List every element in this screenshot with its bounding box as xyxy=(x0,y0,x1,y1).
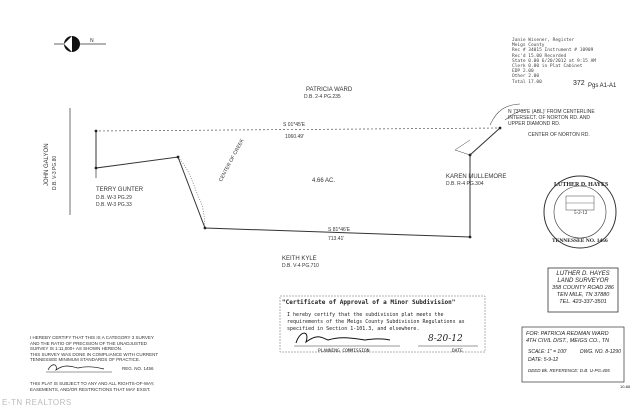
cert-line: TENNESSEE MINIMUM STANDARDS OF PRACTICE. xyxy=(30,357,141,362)
title-date: DATE: 5-9-12 xyxy=(528,357,559,363)
cert-line: SURVEY IS 1:11,000+ AS SHOWN HEREON. xyxy=(30,346,123,351)
approval-date-label: DATE xyxy=(452,349,463,354)
owner-south-name: KEITH KYLE xyxy=(282,256,317,262)
bottom-bearing: S 81*46'E xyxy=(328,227,351,233)
surveyor-line: TEN MILE, TN 37880 xyxy=(556,292,610,298)
recording-line: Total 17.00 xyxy=(512,79,542,85)
title-deed: DEED Bk. REFERENCE: D.B. U-PG.405 xyxy=(528,368,610,373)
road-distance: 1060.49' xyxy=(285,134,305,140)
svg-text:N: N xyxy=(90,38,94,44)
owner-west-ref1: D.B. W-3 PG.29 xyxy=(96,195,132,201)
cert-line: AND THE RATIO OF PRECISION OF THE UNADJU… xyxy=(30,340,148,346)
seal-date: 5-2-12 xyxy=(574,211,588,216)
signature xyxy=(295,332,391,344)
corner-marker xyxy=(468,153,472,157)
title-district: 4TH CIVIL DIST., MEIGS CO., TN xyxy=(526,338,610,344)
owner-west-ref2: D.B. W-3 PG.33 xyxy=(96,202,132,208)
cert-line: I HEREBY CERTIFY THAT THIS IS A CATEGORY… xyxy=(30,335,154,340)
owner-farwest-name: JOHN GALYON xyxy=(44,143,50,186)
approval-date: 8-20-12 xyxy=(428,334,463,344)
owner-south-ref: D.B. V-4 PG.710 xyxy=(282,263,319,269)
center-road-label: CENTER OF NORTON RD. xyxy=(528,132,590,138)
road-bearing: S 01*45'E xyxy=(283,122,306,128)
surveyor-signature xyxy=(47,364,105,371)
recording-line: EDP 2.00 xyxy=(512,69,534,75)
recording-line: Janie Wisener, Register xyxy=(512,38,575,43)
surveyor-seal xyxy=(543,175,617,249)
cert-line: THIS SURVEY WAS DONE IN COMPLIANCE WITH … xyxy=(30,351,159,357)
corner-marker xyxy=(498,126,502,130)
approval-sig-label: PLANNING COMMISSION xyxy=(318,349,370,354)
owner-farwest-ref: D.B. V-3 PG.80 xyxy=(52,155,58,190)
east-reference-3: UPPER DIAMOND RD. xyxy=(508,121,561,127)
approval-line: specified in Section 1-101.3, and elsewh… xyxy=(287,326,420,332)
seal-state: TENNESSEE NO. 1456 xyxy=(552,238,608,244)
parcel-boundary xyxy=(95,127,501,238)
cert-reg-no: REG. NO. 1456 xyxy=(122,366,154,371)
title-dwg: DWG. NO. 8-1290 xyxy=(580,349,621,355)
surveyor-line: 358 COUNTY ROAD 286 xyxy=(552,285,614,291)
title-scale: SCALE: 1" = 100' xyxy=(528,349,567,355)
east-reference-2: INTERSECT. OF NORTON RD. AND xyxy=(508,115,591,121)
corner-marker xyxy=(176,155,180,159)
approval-line: requirements of the Meigs County Subdivi… xyxy=(287,319,465,325)
owner-north-name: PATRICIA WARD xyxy=(306,87,353,93)
recording-line: Meigs County xyxy=(512,43,545,49)
sheet-number: 10-86 xyxy=(620,384,631,389)
approval-line: I hereby certify that the subdivision pl… xyxy=(287,312,444,318)
surveyor-line: LAND SURVEYOR xyxy=(557,278,609,284)
subject-line: EASEMENTS, AND/OR RESTRICTIONS THAT MAY … xyxy=(30,387,151,392)
owner-east-name: KAREN MULLEMORE xyxy=(446,174,507,180)
corner-marker xyxy=(203,226,207,230)
surveyor-line: TEL. 423-337-3501 xyxy=(559,299,607,305)
recording-line: Rec'd 15.00 Recorded xyxy=(512,53,567,59)
seal-name: LUTHER D. HAYES xyxy=(554,182,609,188)
corner-marker xyxy=(468,235,472,239)
recording-line: Clerk 0.00 in Plat Cabinet xyxy=(512,64,583,70)
title-box xyxy=(521,326,625,383)
acreage: 4.66 AC. xyxy=(312,178,336,184)
owner-west-name: TERRY GUNTER xyxy=(96,187,144,193)
recording-line: State 0.00 6/20/2012 at 9:15 AM xyxy=(512,58,596,64)
north-arrow: N xyxy=(54,36,106,52)
surveyor-line: LUTHER D. HAYES xyxy=(556,271,610,277)
subject-line: THIS PLAT IS SUBJECT TO ANY AND ALL RIGH… xyxy=(30,381,155,386)
title-for: FOR: PATRICIA REDMAN WARD xyxy=(526,331,609,337)
recording-line: Rec # 34015 Instrument # 10909 xyxy=(512,48,594,54)
recording-line: Other 2.00 xyxy=(512,74,540,80)
road-dashed-line xyxy=(94,127,501,132)
approval-title: "Certificate of Approval of a Minor Subd… xyxy=(282,299,456,306)
owner-north-ref: D.B. 2-4 PG.235 xyxy=(304,94,341,100)
surveyor-box xyxy=(547,267,619,313)
bottom-distance: 713.41' xyxy=(328,236,345,242)
east-reference-1: N 73*03'E (ABL)' FROM CENTERLINE xyxy=(508,109,595,115)
surveyor-info: LUTHER D. HAYES LAND SURVEYOR 358 COUNTY… xyxy=(552,271,614,306)
owner-east-ref: D.B. R-4 PG.304 xyxy=(446,181,484,187)
corner-marker xyxy=(94,166,98,170)
recording-block: Janie Wisener, Register Meigs County Rec… xyxy=(512,38,596,85)
watermark-brand: E-TN REALTORS xyxy=(2,398,72,407)
recording-pages: Pgs A1-A1 xyxy=(588,83,617,89)
recording-number: 372 xyxy=(573,80,585,87)
approval-box xyxy=(279,295,486,353)
certification-text: I HEREBY CERTIFY THAT THIS IS A CATEGORY… xyxy=(30,335,158,363)
corner-marker xyxy=(94,129,98,133)
